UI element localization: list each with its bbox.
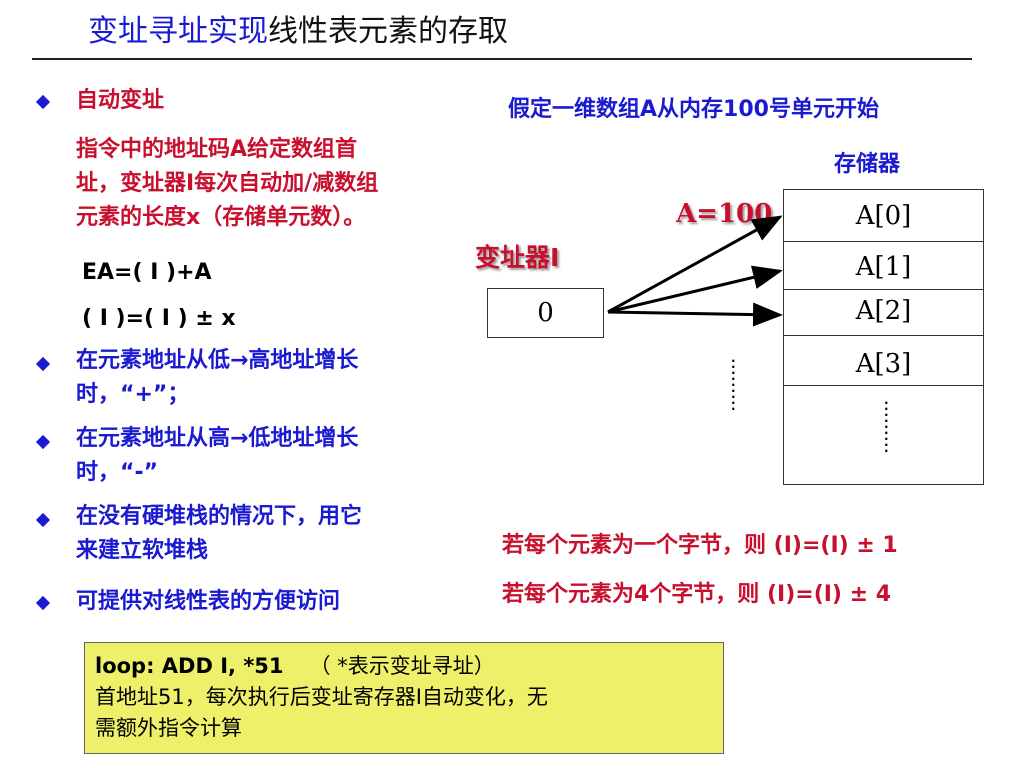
ellipsis-vertical-icon: ·········: [884, 396, 889, 458]
bullet-high-to-low: 在元素地址从高→低地址增长 时，“-”: [76, 422, 476, 490]
memory-cell-empty: [783, 385, 984, 484]
title-highlight: 变址寻址实现: [88, 14, 268, 49]
memory-bottom-border: [783, 484, 984, 485]
bullet-line: 时，“+”；: [76, 382, 190, 407]
bullet-line: 在没有硬堆栈的情况下，用它: [76, 504, 363, 529]
bullet-line: 在元素地址从高→低地址增长: [76, 426, 359, 451]
bullet-low-to-high: 在元素地址从低→高地址增长 时，“+”；: [76, 344, 476, 412]
arrow-to-a0: [607, 215, 783, 314]
desc-line: 址，变址器I每次自动加/减数组: [76, 171, 379, 196]
memory-cell: A[3]: [783, 335, 984, 385]
memory-cell: A[2]: [783, 289, 984, 335]
arrow-to-a2: [607, 302, 783, 327]
title-divider: [32, 58, 972, 60]
ellipsis-vertical-icon: ·········: [731, 354, 736, 416]
bullet-line: 在元素地址从低→高地址增长: [76, 348, 359, 373]
desc-line: 指令中的地址码A给定数组首: [76, 137, 358, 162]
bullet-line: 时，“-”: [76, 460, 159, 485]
code-line: loop: ADD I, *51 （ *表示变址寻址）: [95, 651, 713, 682]
index-register-box: 0: [487, 288, 604, 338]
memory-label: 存储器: [834, 152, 901, 177]
memory-cell: A[0]: [783, 189, 984, 241]
bullet-linear-table-access: 可提供对线性表的方便访问: [76, 589, 341, 614]
title-rest: 线性表元素的存取: [268, 14, 508, 49]
note-one-byte: 若每个元素为一个字节，则 (I)=(I) ± 1: [502, 533, 898, 558]
page-title: 变址寻址实现线性表元素的存取: [88, 6, 508, 50]
code-comment: （ *表示变址寻址）: [309, 654, 495, 678]
code-explanation-line: 需额外指令计算: [95, 716, 242, 740]
index-register-label: 变址器I: [475, 243, 560, 272]
auto-index-description: 指令中的地址码A给定数组首 址，变址器I每次自动加/减数组 元素的长度x（存储单…: [76, 133, 476, 235]
formula-index-update: ( I )=( I ) ± x: [82, 306, 236, 331]
note-four-bytes: 若每个元素为4个字节，则 (I)=(I) ± 4: [502, 582, 892, 607]
bullet-auto-index-title: 自动变址: [76, 88, 165, 113]
code-explanation-line: 首地址51，每次执行后变址寄存器I自动变化，无: [95, 685, 548, 709]
instruction-example-box: loop: ADD I, *51 （ *表示变址寻址） 首地址51，每次执行后变址…: [84, 642, 724, 754]
memory-cell: A[1]: [783, 241, 984, 289]
bullet-line: 来建立软堆栈: [76, 538, 209, 563]
array-assumption: 假定一维数组A从内存100号单元开始: [508, 97, 879, 122]
bullet-soft-stack: 在没有硬堆栈的情况下，用它 来建立软堆栈: [76, 500, 476, 568]
desc-line: 元素的长度x（存储单元数）。: [76, 205, 366, 230]
arrow-to-a1: [607, 265, 783, 314]
code-instruction: loop: ADD I, *51: [95, 654, 284, 678]
formula-ea: EA=( I )+A: [82, 260, 212, 285]
